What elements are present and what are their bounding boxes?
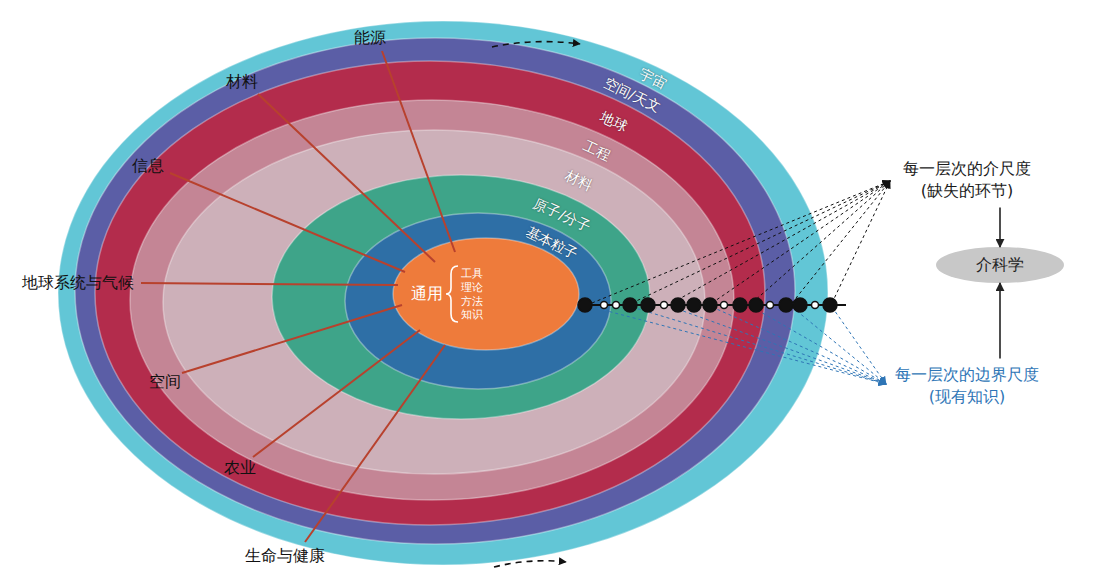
- atom-band: 原子/分子基本粒子通用工具 理论 方法 知识: [272, 175, 650, 419]
- particle-band: 基本粒子通用工具 理论 方法 知识: [345, 213, 611, 389]
- fan-line: [592, 307, 886, 384]
- scale-dot: [767, 302, 774, 309]
- scale-fan-lines: [592, 181, 890, 384]
- fan-line: [632, 181, 890, 303]
- scale-dot: [749, 298, 763, 312]
- scale-dot: [823, 298, 837, 312]
- leader-line: [305, 345, 445, 542]
- scale-dot: [793, 298, 807, 312]
- scale-dot: [812, 302, 819, 309]
- fan-line: [752, 307, 886, 384]
- fan-line: [672, 307, 886, 384]
- field-label: 信息: [132, 156, 164, 175]
- fan-line: [672, 181, 890, 303]
- fan-line: [632, 307, 886, 384]
- fan-line: [832, 307, 886, 384]
- flow-arrow: [999, 207, 1001, 247]
- ellipse-fill: [163, 130, 705, 474]
- leader-line: [382, 51, 455, 252]
- flow-arrow: [999, 283, 1001, 359]
- fan-line: [712, 181, 890, 303]
- space-band: 空间/天文地球工程材料原子/分子基本粒子通用工具 理论 方法 知识: [75, 38, 795, 544]
- rotation-arrow: [492, 42, 580, 47]
- scale-dot: [601, 302, 608, 309]
- note-text: 每一层次的介尺度 (缺失的环节): [900, 155, 1034, 206]
- field-label: 空间: [149, 372, 181, 391]
- leader-line: [253, 330, 420, 457]
- fan-line: [752, 181, 890, 303]
- ellipse-fill: [272, 175, 650, 419]
- ellipse-fill: [95, 61, 765, 525]
- scale-dot: [671, 298, 685, 312]
- fan-line: [712, 307, 886, 384]
- boundary-note: 每一层次的边界尺度 (现有知识): [892, 361, 1042, 412]
- scale-dot: [721, 302, 728, 309]
- scale-dot: [733, 298, 747, 312]
- fan-line: [792, 181, 890, 303]
- scale-dot: [578, 298, 592, 312]
- ellipse-fill: [58, 21, 828, 565]
- scale-dot: [687, 298, 701, 312]
- mesoscience-ellipse: 介科学: [936, 247, 1064, 283]
- mesoscale-note: 每一层次的介尺度 (缺失的环节): [900, 155, 1034, 206]
- field-label: 生命与健康: [245, 546, 325, 565]
- note-text: 每一层次的边界尺度 (现有知识): [892, 361, 1042, 412]
- engineering-band: 工程材料原子/分子基本粒子通用工具 理论 方法 知识: [130, 100, 734, 500]
- ellipse-fill: [393, 238, 579, 350]
- ellipse-fill: [345, 213, 611, 389]
- scale-dot: [641, 298, 655, 312]
- rotation-arrow: [494, 561, 566, 567]
- fan-line: [832, 181, 890, 303]
- material-band: 材料原子/分子基本粒子通用工具 理论 方法 知识: [163, 130, 705, 474]
- scale-dot: [613, 302, 620, 309]
- scale-dot: [661, 302, 668, 309]
- fan-line: [592, 181, 890, 303]
- node-label: 通用: [411, 284, 443, 303]
- node-label: 介科学: [976, 255, 1024, 274]
- ellipse-fill: [130, 100, 734, 500]
- leader-line: [170, 173, 405, 272]
- field-label: 材料: [226, 72, 258, 91]
- field-label: 能源: [354, 28, 386, 47]
- core-ellipse: 通用工具 理论 方法 知识: [393, 238, 579, 350]
- scale-chain-dots: [578, 298, 837, 312]
- scale-dot: [703, 298, 717, 312]
- leader-line: [258, 94, 435, 262]
- field-label: 地球系统与气候: [22, 273, 134, 292]
- leader-lines: [141, 51, 455, 542]
- universe-band: 宇宙空间/天文地球工程材料原子/分子基本粒子通用工具 理论 方法 知识: [58, 21, 828, 565]
- scale-dot: [779, 298, 793, 312]
- scale-dot: [623, 298, 637, 312]
- earth-band: 地球工程材料原子/分子基本粒子通用工具 理论 方法 知识: [95, 61, 765, 525]
- leader-line: [141, 283, 398, 285]
- method-list: 工具 理论 方法 知识: [461, 267, 483, 322]
- ellipse-fill: [75, 38, 795, 544]
- ellipse-fill: [936, 247, 1064, 283]
- leader-line: [182, 305, 402, 373]
- field-label: 农业: [224, 458, 256, 477]
- curly-bracket: [446, 266, 458, 322]
- fan-line: [792, 307, 886, 384]
- scale-chain-axis: [578, 304, 846, 306]
